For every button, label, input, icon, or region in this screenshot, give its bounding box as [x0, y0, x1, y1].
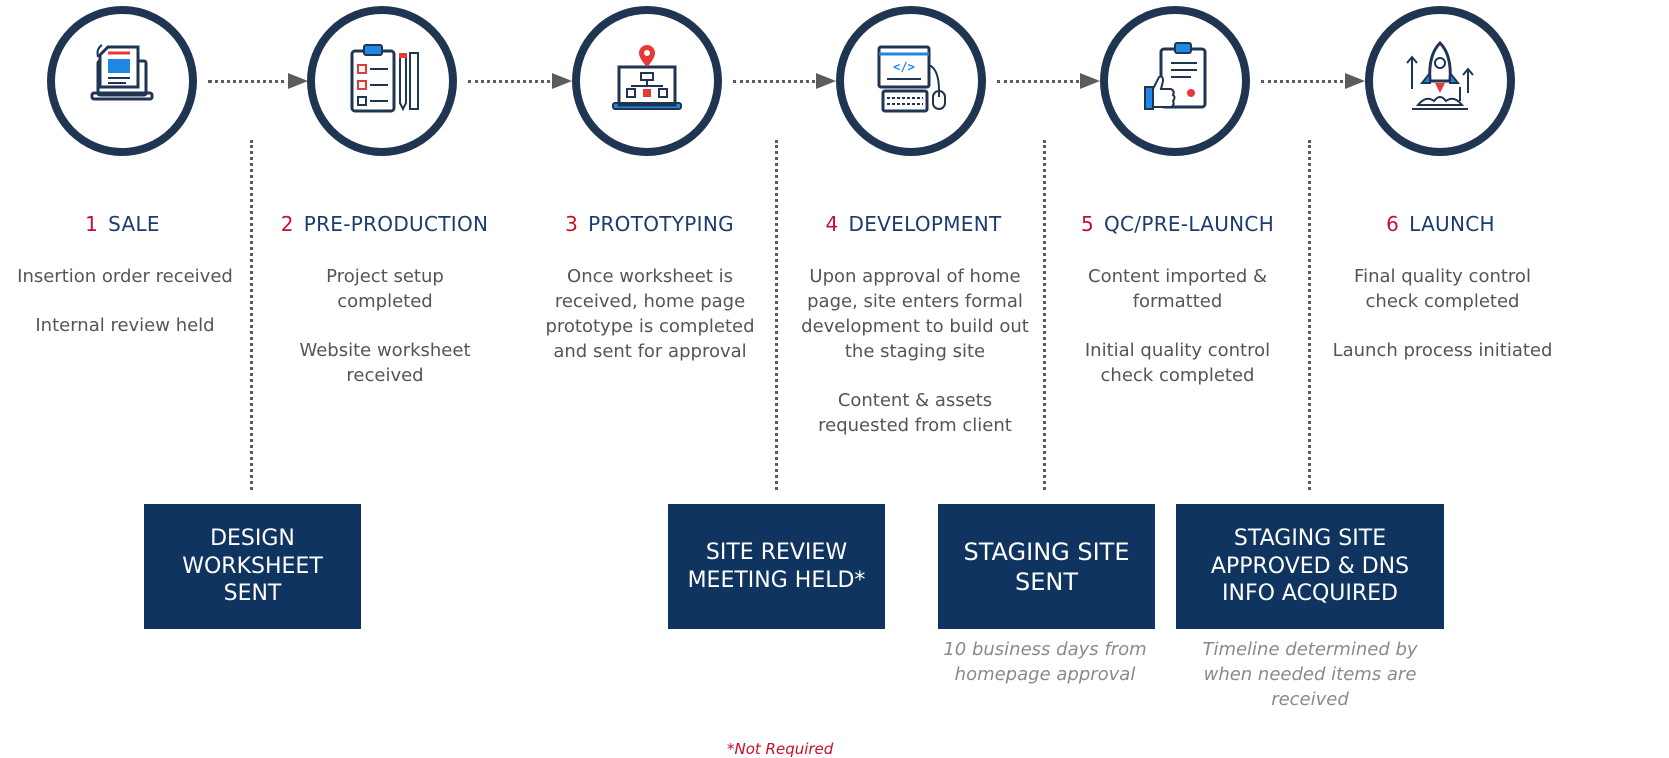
code-computer-icon: </> [877, 45, 946, 113]
step-6-title: 6 LAUNCH [1318, 212, 1563, 236]
step-5-description: Content imported & formatted Initial qua… [1075, 264, 1280, 388]
separator-4 [1308, 140, 1311, 490]
connector-2-3 [468, 80, 557, 83]
step-5-title: 5 QC/PRE-LAUNCH [1055, 212, 1300, 236]
step-3-label: PROTOTYPING [588, 212, 734, 236]
arrow-icon [1345, 73, 1365, 89]
step-2-description: Project setup completed Website workshee… [290, 264, 480, 388]
step-1-title: 1 SALE [0, 212, 245, 236]
step-2-title: 2 PRE-PRODUCTION [262, 212, 507, 236]
step-4-title: 4 DEVELOPMENT [791, 212, 1036, 236]
step-1-description: Insertion order received Internal review… [5, 264, 245, 338]
description-line: Once worksheet is received, home page pr… [545, 266, 755, 362]
step-6-circle [1365, 6, 1515, 156]
connector-5-6 [1261, 80, 1350, 83]
milestone-staging-sent: STAGING SITE SENT [938, 504, 1155, 629]
description-line: Content & assets requested from client [818, 390, 1012, 436]
milestone-staging-approved: STAGING SITE APPROVED & DNS INFO ACQUIRE… [1176, 504, 1444, 629]
description-line: Upon approval of home page, site enters … [801, 266, 1029, 362]
description-line: Launch process initiated [1332, 340, 1553, 361]
step-5-label: QC/PRE-LAUNCH [1103, 212, 1275, 236]
sitemap-laptop-icon [612, 45, 682, 110]
arrow-icon [1080, 73, 1100, 89]
step-5-number: 5 [1080, 212, 1094, 236]
connector-1-2 [208, 80, 292, 83]
step-1-label: SALE [108, 212, 160, 236]
arrow-icon [552, 73, 572, 89]
step-3-description: Once worksheet is received, home page pr… [535, 264, 765, 364]
description-line: Initial quality control check completed [1084, 340, 1271, 386]
step-6-description: Final quality control check completed La… [1325, 264, 1560, 363]
milestone-staging-sent-note: 10 business days from homepage approval [943, 639, 1147, 685]
footnote: *Not Required [727, 740, 834, 758]
step-3-number: 3 [565, 212, 579, 236]
description-line: Website worksheet received [299, 340, 471, 386]
step-6-label: LAUNCH [1409, 212, 1495, 236]
milestone-label: SITE REVIEW MEETING HELD* [687, 540, 866, 593]
description-line: Content imported & formatted [1088, 266, 1267, 312]
step-2-label: PRE-PRODUCTION [303, 212, 489, 236]
milestone-label: DESIGN WORKSHEET SENT [182, 526, 323, 607]
separator-3 [1043, 140, 1046, 490]
svg-text:</>: </> [893, 60, 915, 74]
arrow-icon [288, 73, 308, 89]
connector-3-4 [733, 80, 821, 83]
milestone-site-review: SITE REVIEW MEETING HELD* [668, 504, 885, 629]
separator-1 [250, 140, 253, 490]
thumbs-up-clipboard-icon [1144, 42, 1207, 110]
milestone-label: STAGING SITE APPROVED & DNS INFO ACQUIRE… [1210, 526, 1410, 607]
step-4-circle: </> [836, 6, 986, 156]
step-3-circle [572, 6, 722, 156]
milestone-staging-approved-note: Timeline determined by when needed items… [1202, 639, 1418, 710]
milestone-design-worksheet: DESIGN WORKSHEET SENT [144, 504, 361, 629]
description-line: Insertion order received [17, 266, 233, 287]
step-4-description: Upon approval of home page, site enters … [795, 264, 1035, 438]
step-3-title: 3 PROTOTYPING [527, 212, 772, 236]
step-4-number: 4 [825, 212, 839, 236]
step-6-number: 6 [1386, 212, 1400, 236]
arrow-icon [816, 73, 836, 89]
step-1-circle [47, 6, 197, 156]
connector-4-5 [997, 80, 1085, 83]
step-5-circle [1100, 6, 1250, 156]
separator-2 [775, 140, 778, 490]
step-2-number: 2 [280, 212, 294, 236]
step-4-label: DEVELOPMENT [848, 212, 1002, 236]
clipboard-checklist-icon [350, 44, 419, 113]
milestone-label: STAGING SITE SENT [963, 537, 1130, 596]
description-line: Project setup completed [326, 266, 444, 312]
rocket-launch-icon [1406, 40, 1474, 110]
description-line: Internal review held [35, 315, 215, 336]
description-line: Final quality control check completed [1354, 266, 1531, 312]
step-1-number: 1 [85, 212, 99, 236]
document-laptop-icon [90, 44, 154, 101]
step-2-circle [307, 6, 457, 156]
